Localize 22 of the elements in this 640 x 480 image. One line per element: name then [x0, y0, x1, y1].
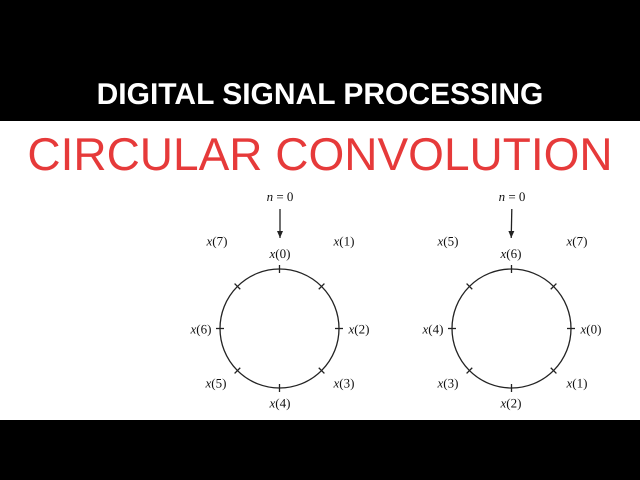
point-label: x(4)	[270, 396, 290, 410]
text-label: x(0)	[270, 238, 290, 260]
arrow	[508, 208, 514, 238]
point-label: x(6)	[190, 322, 212, 336]
point-label: x(4)	[422, 322, 444, 336]
point-label: x(7)	[566, 234, 588, 248]
point-label: x(5)	[438, 234, 458, 248]
point-label: x(1)	[334, 234, 354, 248]
point-label: x(5)	[206, 376, 226, 390]
text-label: x(6)	[500, 238, 522, 260]
point-label: x(7)	[206, 234, 228, 248]
point-label: x(0)	[580, 322, 602, 336]
point-label: x(2)	[348, 322, 370, 336]
point-label: x(3)	[334, 376, 354, 390]
header-text: DIGITAL SIGNAL PROCESSING	[96, 80, 544, 110]
arrow	[277, 209, 283, 238]
point-label: x(1)	[566, 376, 588, 390]
point-label: x(2)	[500, 396, 522, 410]
text-label: n = 0	[266, 190, 294, 209]
main-title: CIRCULAR CONVOLUTION	[26, 131, 614, 177]
text-label: n = 0	[498, 190, 526, 209]
point-label: x(3)	[438, 376, 458, 390]
